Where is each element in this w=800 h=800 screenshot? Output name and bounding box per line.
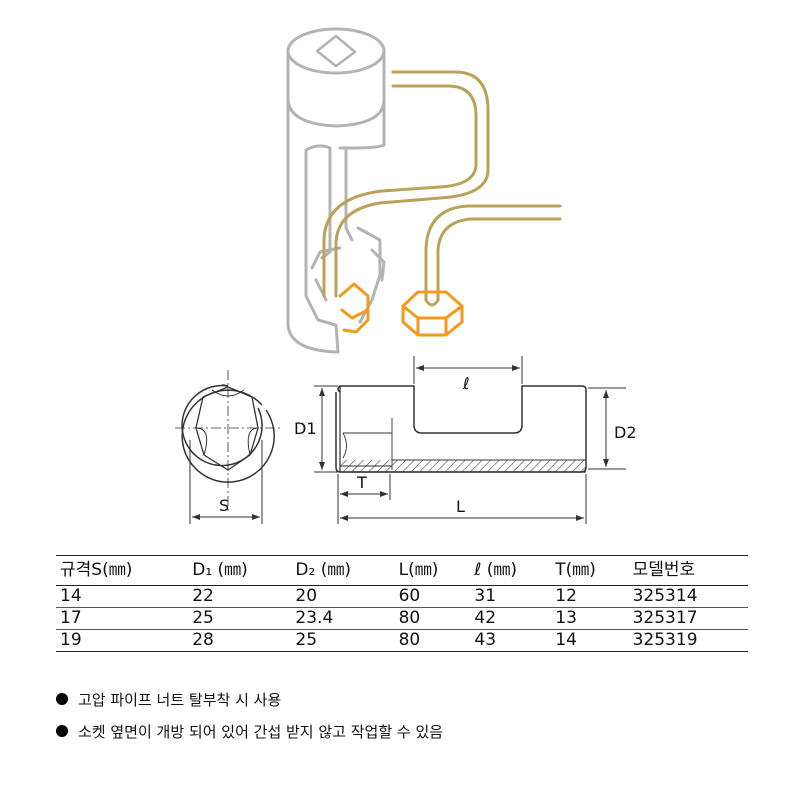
table-header-row: 규격S(㎜) D₁ (㎜) D₂ (㎜) L(㎜) ℓ (㎜) T(㎜) 모델번… <box>56 555 748 586</box>
spec-table: 규격S(㎜) D₁ (㎜) D₂ (㎜) L(㎜) ℓ (㎜) T(㎜) 모델번… <box>56 555 748 652</box>
col-header-length: L(㎜) <box>394 555 471 586</box>
cell-size: 19 <box>56 629 189 652</box>
bullet-icon <box>56 725 68 737</box>
dim-label-d2: D2 <box>614 423 637 442</box>
socket-illustration <box>286 27 562 354</box>
cell-model: 325319 <box>628 629 748 652</box>
col-header-size: 규격S(㎜) <box>56 555 189 586</box>
cell-size: 17 <box>56 607 189 630</box>
cell-slot-length: 31 <box>470 585 552 608</box>
cell-slot-length: 43 <box>470 629 552 652</box>
col-header-d2: D₂ (㎜) <box>291 555 395 586</box>
col-header-d1: D₁ (㎜) <box>188 555 292 586</box>
cross-section-view <box>175 370 282 524</box>
note-item: 소켓 옆면이 개방 되어 있어 간섭 받지 않고 작업할 수 있음 <box>56 715 443 747</box>
note-text: 고압 파이프 너트 탈부착 시 사용 <box>78 690 282 709</box>
dim-label-s: S <box>219 496 229 515</box>
cell-length: 80 <box>394 629 471 652</box>
technical-drawing: S <box>175 27 637 524</box>
cell-model: 325314 <box>628 585 748 608</box>
col-header-t: T(㎜) <box>551 555 629 586</box>
cell-slot-length: 42 <box>470 607 552 630</box>
dim-label-l-small: ℓ <box>462 374 470 393</box>
cell-t: 12 <box>551 585 629 608</box>
cell-d1: 28 <box>188 629 292 652</box>
feature-notes: 고압 파이프 너트 탈부착 시 사용 소켓 옆면이 개방 되어 있어 간섭 받지… <box>56 683 443 747</box>
dim-label-d1: D1 <box>294 419 317 438</box>
dim-label-l: L <box>456 497 465 516</box>
col-header-slot-length: ℓ (㎜) <box>470 555 552 586</box>
table-row: 14 22 20 60 31 12 325314 <box>56 585 748 608</box>
cell-size: 14 <box>56 585 189 608</box>
note-item: 고압 파이프 너트 탈부착 시 사용 <box>56 683 443 715</box>
dim-label-t: T <box>356 473 367 492</box>
cell-length: 80 <box>394 607 471 630</box>
cell-model: 325317 <box>628 607 748 630</box>
note-text: 소켓 옆면이 개방 되어 있어 간섭 받지 않고 작업할 수 있음 <box>78 722 444 741</box>
cell-d1: 25 <box>188 607 292 630</box>
bullet-icon <box>56 693 68 705</box>
cell-d2: 20 <box>291 585 395 608</box>
table-row: 19 28 25 80 43 14 325319 <box>56 629 748 652</box>
col-header-model: 모델번호 <box>628 555 748 586</box>
cell-d2: 25 <box>291 629 395 652</box>
cell-t: 13 <box>551 607 629 630</box>
cell-length: 60 <box>394 585 471 608</box>
side-view <box>314 356 626 524</box>
cell-d1: 22 <box>188 585 292 608</box>
cell-d2: 23.4 <box>291 607 395 630</box>
table-row: 17 25 23.4 80 42 13 325317 <box>56 607 748 630</box>
cell-t: 14 <box>551 629 629 652</box>
